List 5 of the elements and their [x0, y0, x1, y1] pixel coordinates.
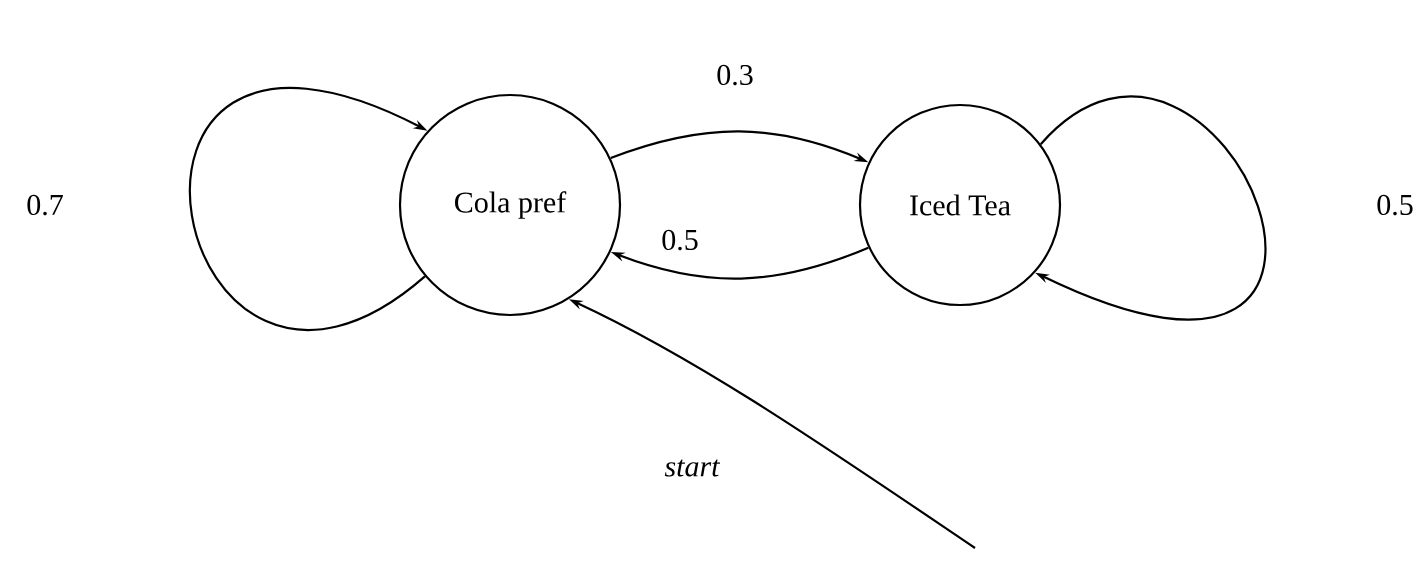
edge-label: 0.3 — [714, 62, 756, 88]
edge-label: 0.5 — [1374, 192, 1416, 218]
edge-label: start — [662, 457, 722, 479]
edge-label: 0.7 — [24, 192, 66, 218]
edge-label: 0.5 — [659, 227, 701, 253]
